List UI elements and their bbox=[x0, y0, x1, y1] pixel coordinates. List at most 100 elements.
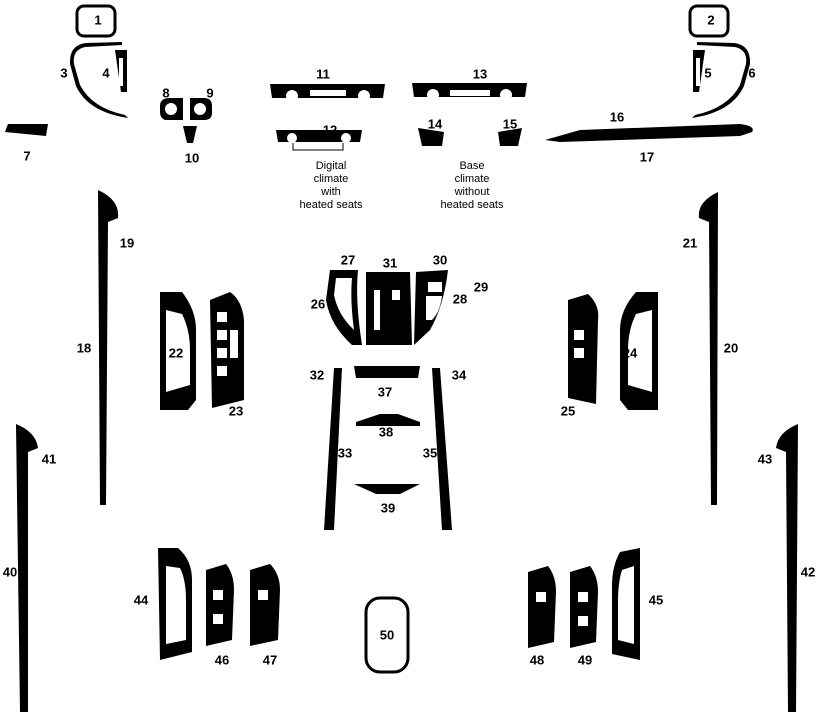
part-11-slot bbox=[310, 90, 346, 96]
part-13-hole-right bbox=[500, 89, 512, 101]
part-28-window bbox=[426, 296, 442, 320]
part-label-37: 37 bbox=[377, 384, 393, 400]
part-label-30: 30 bbox=[432, 252, 448, 268]
part-label-8: 8 bbox=[162, 85, 170, 101]
digital-note-line-3: with bbox=[321, 186, 341, 198]
part-3-shape bbox=[69, 42, 128, 118]
part-12-shape bbox=[276, 130, 362, 142]
part-label-40: 40 bbox=[2, 564, 18, 580]
part-label-10: 10 bbox=[184, 150, 200, 166]
part-label-35: 35 bbox=[422, 445, 438, 461]
digital-note-line-2: climate bbox=[313, 173, 349, 185]
part-label-12: 12 bbox=[322, 122, 338, 138]
part-label-27: 27 bbox=[340, 252, 356, 268]
part-32-33-shape bbox=[324, 368, 342, 530]
part-label-45: 45 bbox=[648, 592, 664, 608]
part-label-31: 31 bbox=[382, 255, 398, 271]
part-47-shape bbox=[250, 564, 280, 646]
part-10-shape bbox=[183, 126, 197, 143]
digital-climate-note: Digital climate with heated seats bbox=[286, 160, 376, 212]
part-38-shape bbox=[356, 414, 420, 426]
part-50-shape bbox=[364, 596, 410, 674]
part-label-25: 25 bbox=[560, 403, 576, 419]
part-label-21: 21 bbox=[682, 235, 698, 251]
base-note-line-4: heated seats bbox=[440, 199, 504, 211]
part-24-window bbox=[628, 310, 652, 392]
part-9-hole bbox=[194, 103, 206, 115]
base-note-line-3: without bbox=[454, 186, 490, 198]
part-39-shape bbox=[354, 484, 420, 494]
part-12-lead bbox=[292, 143, 344, 151]
base-note-line-2: climate bbox=[454, 173, 490, 185]
part-31-detail bbox=[374, 290, 380, 330]
part-label-48: 48 bbox=[529, 652, 545, 668]
part-13-hole-left bbox=[427, 89, 439, 101]
base-climate-note: Base climate without heated seats bbox=[427, 160, 517, 212]
part-4-detail bbox=[119, 58, 123, 86]
part-25-switch-1 bbox=[574, 330, 584, 340]
part-label-29: 29 bbox=[473, 279, 489, 295]
part-label-13: 13 bbox=[472, 66, 488, 82]
part-label-19: 19 bbox=[119, 235, 135, 251]
part-18-19-shape bbox=[98, 190, 119, 505]
part-label-32: 32 bbox=[309, 367, 325, 383]
part-label-3: 3 bbox=[60, 65, 68, 81]
part-42-43-shape bbox=[776, 424, 798, 712]
part-46-shape bbox=[206, 564, 234, 646]
part-49-switch-2 bbox=[578, 616, 588, 626]
digital-note-line-1: Digital bbox=[315, 160, 347, 172]
part-26-window bbox=[334, 278, 354, 330]
part-15-shape bbox=[498, 128, 522, 146]
part-40-41-shape bbox=[16, 424, 38, 712]
part-label-9: 9 bbox=[206, 85, 214, 101]
part-45-window bbox=[618, 566, 634, 644]
part-8-hole bbox=[165, 103, 177, 115]
part-label-24: 24 bbox=[622, 345, 638, 361]
part-25-switch-2 bbox=[574, 348, 584, 358]
part-label-44: 44 bbox=[133, 592, 149, 608]
part-12-hole-left bbox=[287, 133, 297, 143]
part-label-5: 5 bbox=[704, 65, 712, 81]
part-13-slot bbox=[450, 90, 490, 96]
base-note-line-1: Base bbox=[459, 160, 485, 172]
part-label-11: 11 bbox=[316, 66, 330, 82]
part-49-shape bbox=[570, 566, 598, 648]
part-31-button bbox=[392, 290, 400, 300]
part-label-1: 1 bbox=[94, 12, 102, 28]
part-47-switch bbox=[258, 590, 268, 600]
part-48-shape bbox=[528, 566, 556, 648]
digital-note-line-4: heated seats bbox=[299, 199, 363, 211]
part-label-16: 16 bbox=[609, 109, 625, 125]
part-label-4: 4 bbox=[102, 65, 110, 81]
part-label-17: 17 bbox=[639, 149, 655, 165]
part-label-34: 34 bbox=[451, 367, 467, 383]
part-label-22: 22 bbox=[168, 345, 184, 361]
part-label-18: 18 bbox=[76, 340, 92, 356]
part-label-33: 33 bbox=[337, 445, 353, 461]
part-label-2: 2 bbox=[707, 12, 715, 28]
part-23-switch-2 bbox=[217, 330, 227, 340]
part-label-23: 23 bbox=[228, 403, 244, 419]
part-label-28: 28 bbox=[452, 291, 468, 307]
part-label-20: 20 bbox=[723, 340, 739, 356]
part-5-detail bbox=[696, 58, 700, 86]
part-46-switch-1 bbox=[213, 590, 223, 600]
part-12-hole-right bbox=[341, 133, 351, 143]
part-label-43: 43 bbox=[757, 451, 773, 467]
part-29-shape bbox=[428, 282, 442, 292]
part-31-shape bbox=[366, 272, 412, 345]
part-label-7: 7 bbox=[23, 148, 31, 164]
part-label-38: 38 bbox=[378, 424, 394, 440]
part-label-39: 39 bbox=[380, 500, 396, 516]
part-label-6: 6 bbox=[748, 65, 756, 81]
part-label-42: 42 bbox=[800, 564, 816, 580]
part-23-switch-5 bbox=[230, 330, 238, 358]
part-label-26: 26 bbox=[310, 296, 326, 312]
part-23-switch-4 bbox=[217, 366, 227, 376]
part-16-17-shape bbox=[545, 124, 753, 142]
part-label-49: 49 bbox=[577, 652, 593, 668]
part-48-switch bbox=[536, 592, 546, 602]
part-11-hole-right bbox=[358, 90, 370, 102]
